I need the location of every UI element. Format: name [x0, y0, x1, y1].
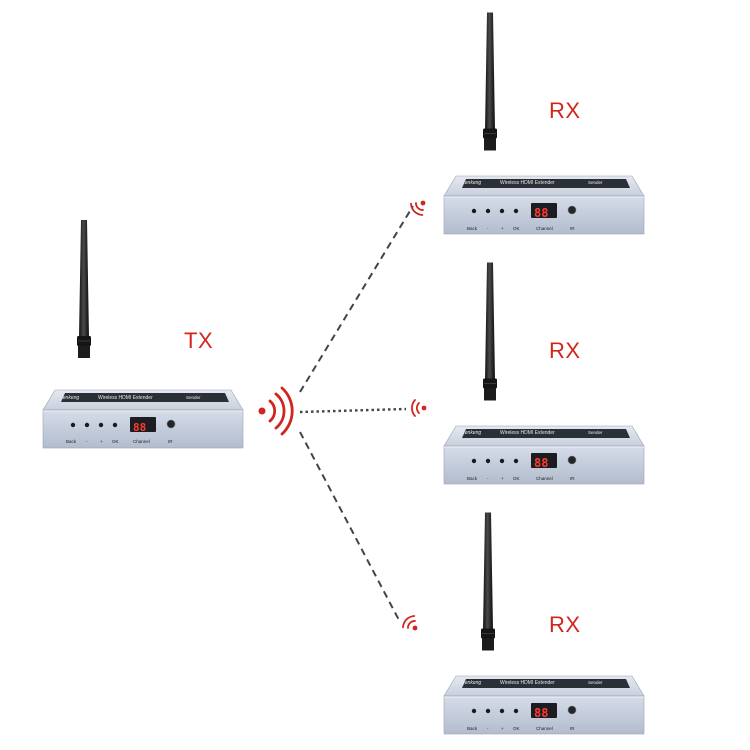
tx-button-label-minus: -: [86, 439, 88, 444]
rx-label-1: RX: [549, 98, 581, 123]
rx-2-wifi-signal-icon: [411, 399, 427, 417]
rx-1-antenna-icon: [482, 12, 498, 151]
rx-1-wifi-signal-icon: [410, 200, 426, 216]
rx-2-channel-display: 88: [534, 456, 548, 470]
rx-2-button-label-ok: OK: [513, 476, 520, 481]
rx-1-brand: Lenkeng: [462, 180, 481, 186]
rx-1-button-label-plus: +: [501, 226, 504, 231]
rx-device-1: Lenkeng Wireless HDMI Extender Sender Ba…: [443, 12, 645, 235]
link-to-rx-1: [299, 205, 414, 393]
tx-button-label-plus: +: [100, 439, 103, 444]
tx-unit-type: Sender: [186, 395, 201, 400]
rx-2-button-label-plus: +: [501, 476, 504, 481]
tx-display-label: Channel: [133, 439, 150, 444]
rx-2-display-label: Channel: [536, 476, 553, 481]
rx-3-button-label-plus: +: [501, 726, 504, 731]
rx-1-display-label: Channel: [536, 226, 553, 231]
rx-1-ir-label: IR: [570, 226, 575, 231]
tx-wifi-signal-icon: [258, 386, 294, 436]
tx-label: TX: [184, 328, 214, 353]
tx-button-label-ok: OK: [112, 439, 119, 444]
rx-3-button-label-ok: OK: [513, 726, 520, 731]
rx-2-ir-label: IR: [570, 476, 575, 481]
rx-1-product-name: Wireless HDMI Extender: [500, 180, 555, 186]
tx-antenna-icon: [76, 219, 92, 359]
link-to-rx-2: [299, 407, 407, 414]
rx-device-3: Lenkeng Wireless HDMI Extender Sender Ba…: [443, 512, 645, 735]
link-to-rx-3: [299, 431, 401, 623]
rx-3-antenna-icon: [480, 512, 496, 651]
rx-1-unit-type: Sender: [588, 180, 603, 185]
rx-3-unit-type: Sender: [588, 680, 603, 685]
rx-3-channel-display: 88: [534, 706, 548, 720]
tx-brand: Lenkeng: [60, 395, 79, 401]
rx-1-button-label-ok: OK: [513, 226, 520, 231]
tx-ir-label: IR: [168, 439, 173, 444]
rx-2-button-label-back: Back: [467, 476, 478, 481]
rx-3-product-name: Wireless HDMI Extender: [500, 680, 555, 686]
rx-3-button-label-back: Back: [467, 726, 478, 731]
rx-3-brand: Lenkeng: [462, 680, 481, 686]
rx-3-button-label-minus: -: [487, 726, 489, 731]
rx-2-button-label-minus: -: [487, 476, 489, 481]
tx-device: Lenkeng Wireless HDMI Extender Sender Ba…: [42, 219, 244, 449]
rx-1-button-label-minus: -: [487, 226, 489, 231]
rx-3-ir-label: IR: [570, 726, 575, 731]
rx-2-antenna-icon: [482, 262, 498, 401]
rx-1-button-label-back: Back: [467, 226, 478, 231]
rx-2-product-name: Wireless HDMI Extender: [500, 430, 555, 436]
rx-1-channel-display: 88: [534, 206, 548, 220]
rx-3-display-label: Channel: [536, 726, 553, 731]
rx-label-2: RX: [549, 338, 581, 363]
rx-label-3: RX: [549, 612, 581, 637]
rx-3-wifi-signal-icon: [402, 615, 418, 631]
rx-2-unit-type: Sender: [588, 430, 603, 435]
wireless-links: [299, 205, 414, 623]
tx-product-name: Wireless HDMI Extender: [98, 395, 153, 401]
tx-channel-display: 88: [133, 421, 146, 434]
tx-button-label-back: Back: [66, 439, 77, 444]
rx-device-2: Lenkeng Wireless HDMI Extender Sender Ba…: [443, 262, 645, 485]
rx-2-brand: Lenkeng: [462, 430, 481, 436]
